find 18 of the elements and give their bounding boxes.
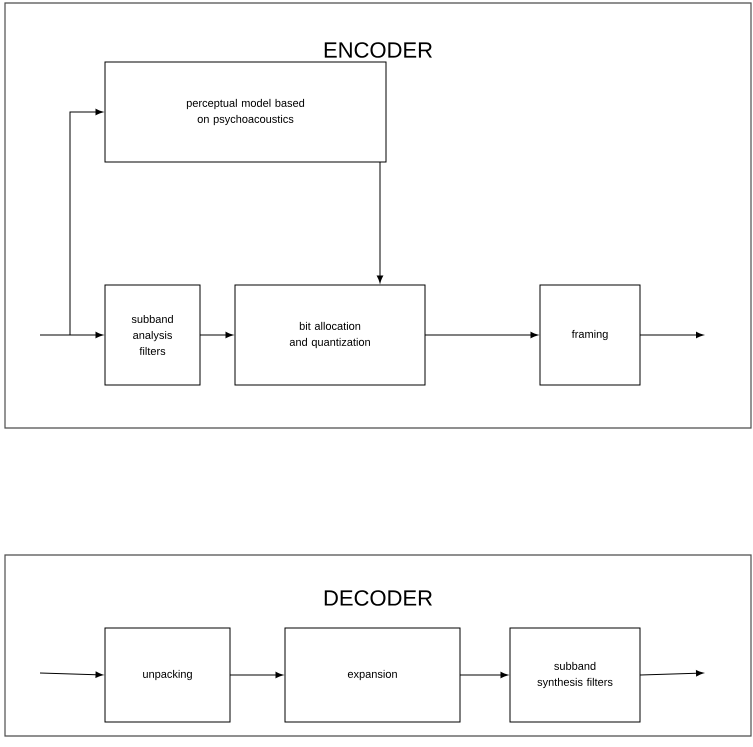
arrow [40, 672, 104, 678]
arrow [230, 672, 284, 678]
process-box: subband synthesis filters [510, 627, 640, 722]
panel-title: DECODER [324, 590, 432, 606]
process-box: expansion [284, 627, 460, 722]
process-box: perceptual model based on psychoacoustics [104, 62, 386, 162]
process-box: bit allocation and quantization [234, 284, 426, 386]
arrow [200, 332, 233, 338]
arrow [376, 162, 384, 283]
process-box: unpacking [104, 627, 230, 722]
arrow [425, 332, 538, 338]
process-box: framing [540, 284, 640, 386]
arrow [460, 672, 508, 678]
arrow [640, 332, 704, 338]
arrow [40, 332, 103, 338]
process-box: subband analysis filters [104, 284, 200, 386]
panel-title: ENCODER [324, 42, 432, 58]
arrow [640, 670, 704, 676]
